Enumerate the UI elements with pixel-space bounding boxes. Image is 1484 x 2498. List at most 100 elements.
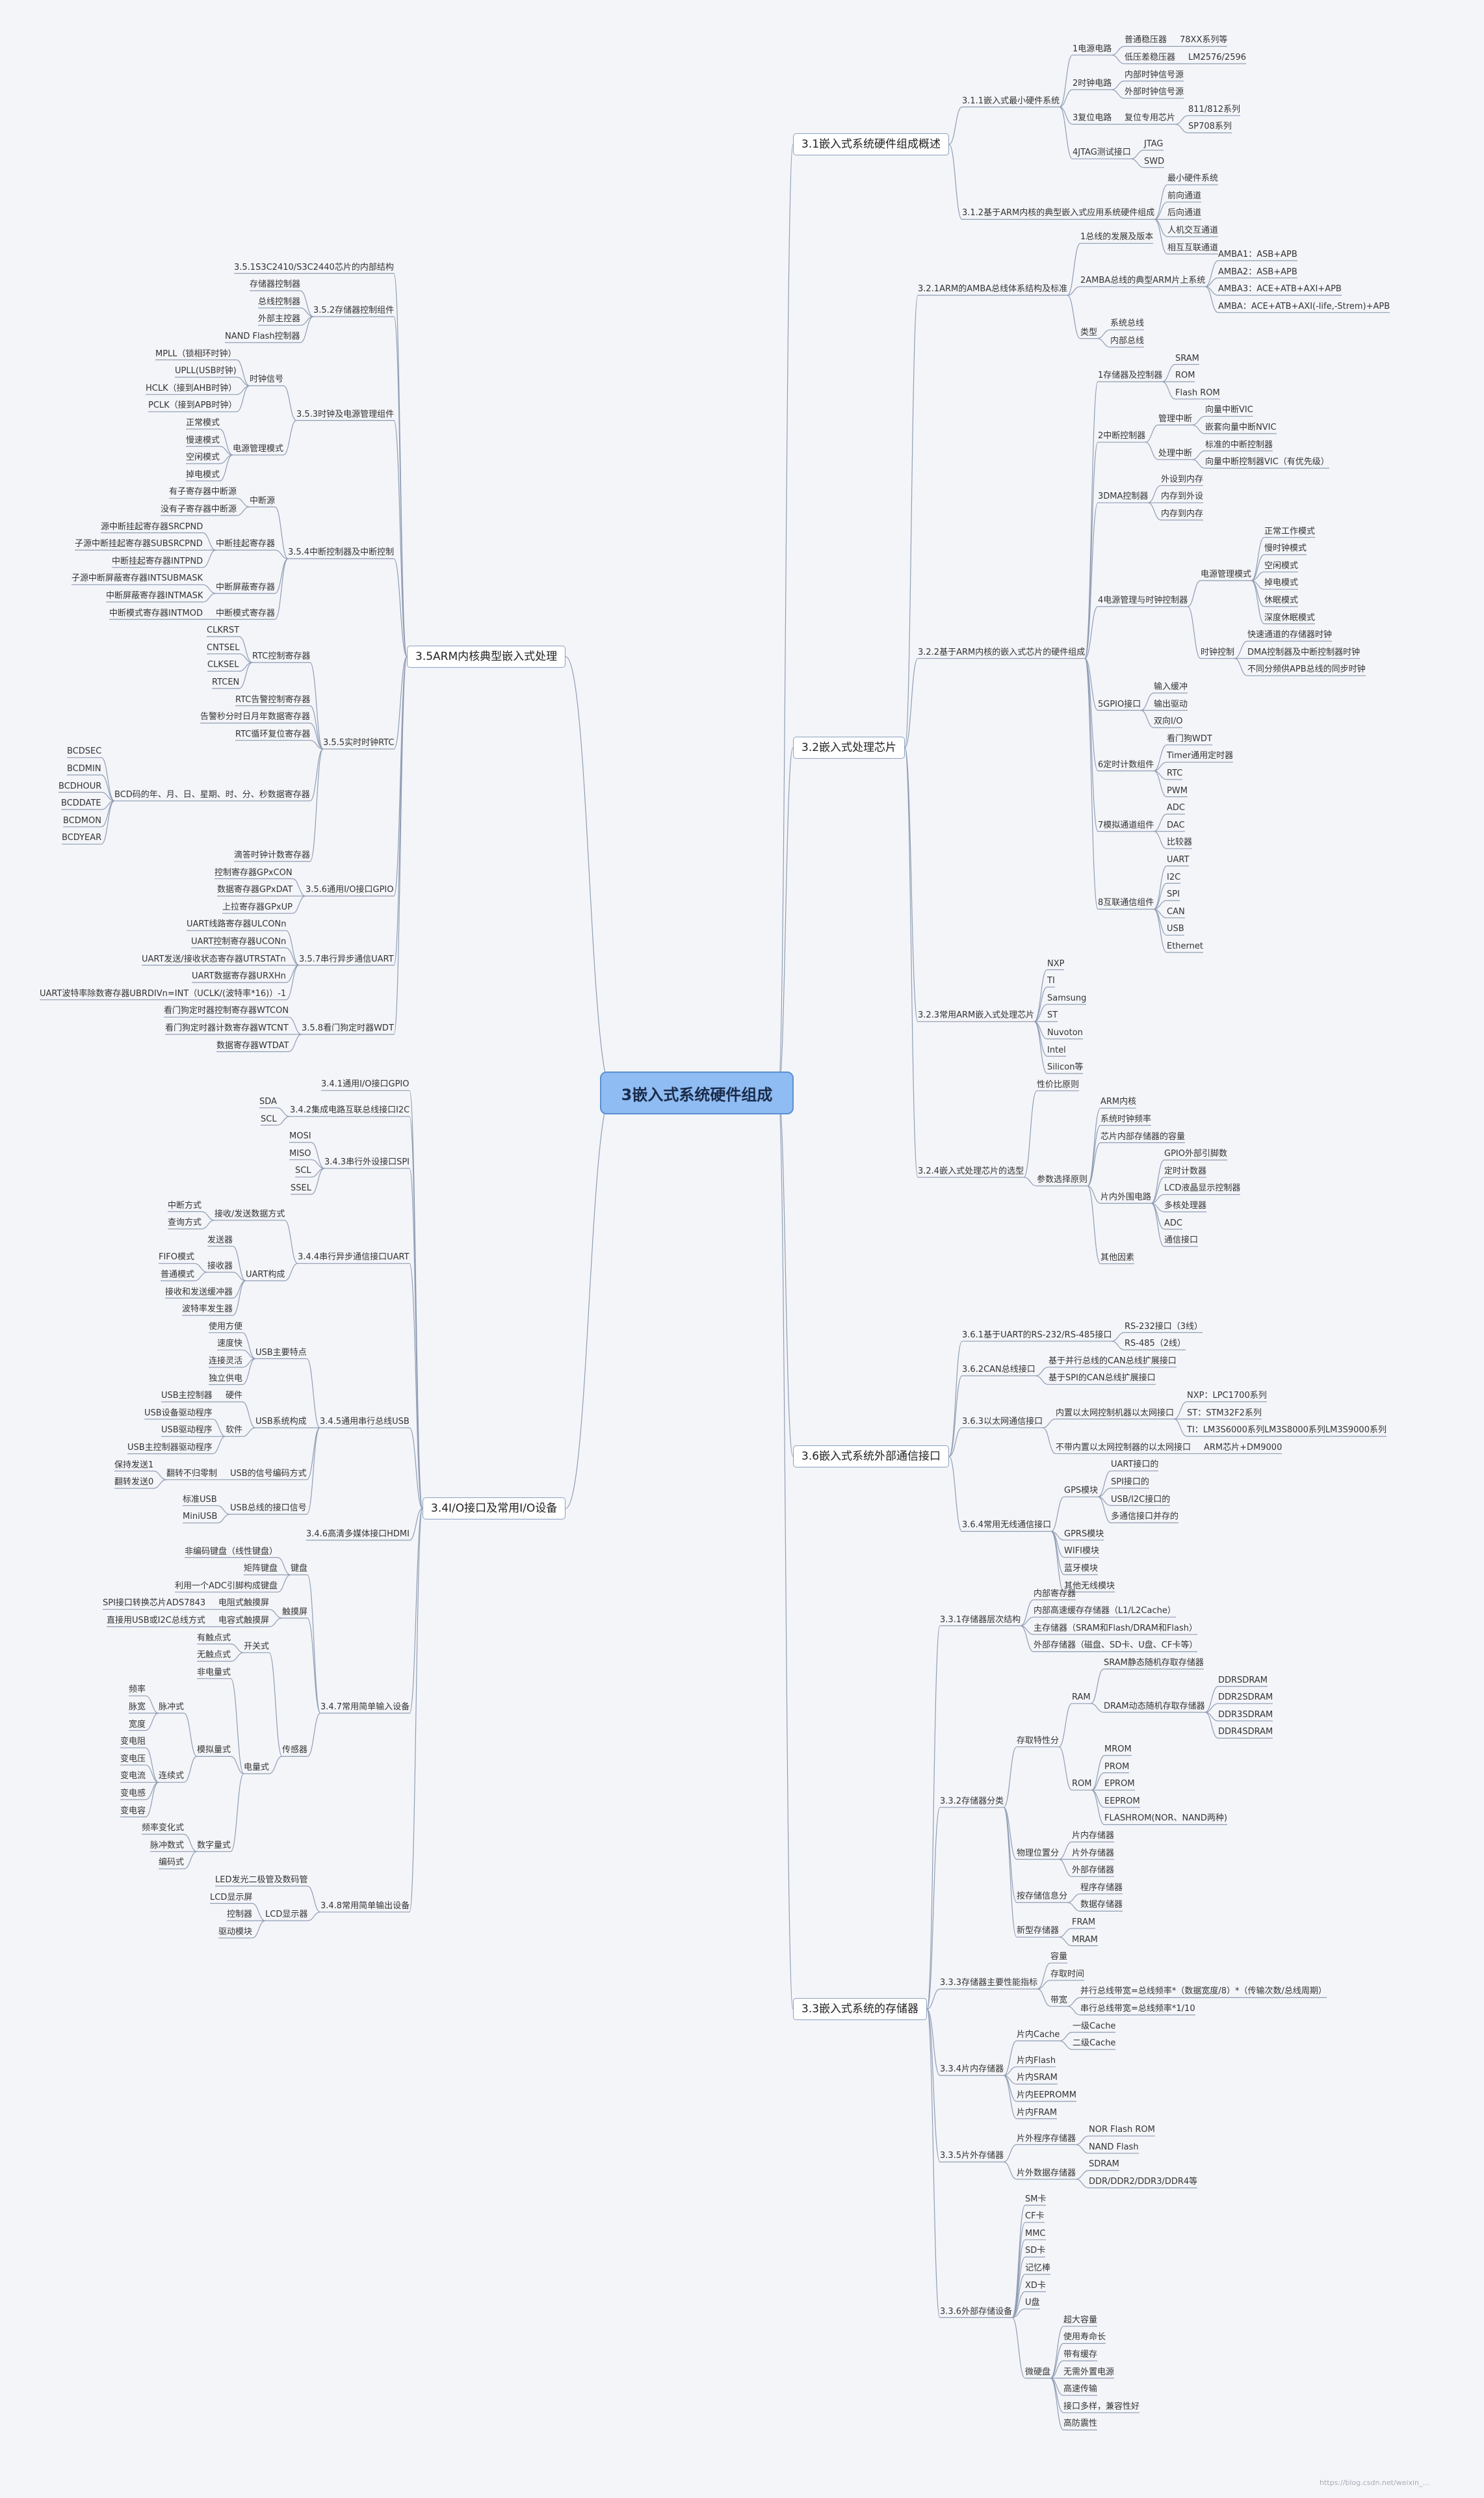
leaf-node[interactable]: I2C — [1167, 872, 1181, 882]
leaf-node[interactable]: DDR/DDR2/DDR3/DDR4等 — [1089, 2177, 1198, 2187]
leaf-node[interactable]: SDRAM — [1089, 2159, 1119, 2170]
leaf-node[interactable]: BCDMON — [63, 815, 101, 826]
leaf-node[interactable]: ROM — [1175, 371, 1195, 381]
leaf-node[interactable]: 二级Cache — [1073, 2038, 1116, 2049]
subtopic-node[interactable]: 3.6.3以太网通信接口 — [962, 1416, 1043, 1426]
leaf-node[interactable]: 外部主控器 — [258, 314, 301, 324]
subtopic-node[interactable]: 带宽 — [1050, 1995, 1068, 2005]
leaf-node[interactable]: 外部时钟信号源 — [1125, 87, 1184, 98]
leaf-node[interactable]: UART接口的 — [1111, 1460, 1159, 1470]
leaf-node[interactable]: 脉冲数式 — [150, 1840, 185, 1850]
subtopic-node[interactable]: 时钟信号 — [250, 375, 284, 385]
leaf-node[interactable]: 翻转发送0 — [114, 1477, 154, 1488]
subtopic-node[interactable]: GPS模块 — [1064, 1486, 1099, 1496]
leaf-node[interactable]: 高防震性 — [1063, 2419, 1098, 2429]
leaf-node[interactable]: 811/812系列 — [1188, 104, 1241, 114]
leaf-node[interactable]: 中断挂起寄存器INTPND — [112, 556, 203, 566]
leaf-node[interactable]: 性价比原则 — [1037, 1079, 1080, 1090]
leaf-node[interactable]: 掉电模式 — [186, 469, 220, 480]
subtopic-node[interactable]: USB主要特点 — [255, 1347, 307, 1358]
subtopic-node[interactable]: 3.5.8看门狗定时器WDT — [302, 1023, 394, 1033]
leaf-node[interactable]: FLASHROM(NOR、NAND两种) — [1104, 1813, 1227, 1824]
leaf-node[interactable]: SSEL — [291, 1183, 311, 1193]
subtopic-node[interactable]: LCD显示器 — [265, 1910, 308, 1920]
leaf-node[interactable]: 程序存储器 — [1080, 1882, 1123, 1893]
leaf-node[interactable]: 慢速模式 — [186, 435, 220, 445]
leaf-node[interactable]: 外部存储器 — [1072, 1865, 1115, 1876]
subtopic-node[interactable]: 新型存储器 — [1017, 1926, 1060, 1936]
leaf-node[interactable]: ADC — [1167, 803, 1185, 813]
subtopic-node[interactable]: 中断挂起寄存器 — [216, 539, 276, 549]
subtopic-node[interactable]: 存取特性分 — [1017, 1735, 1060, 1746]
leaf-node[interactable]: 无触点式 — [197, 1650, 231, 1661]
leaf-node[interactable]: MISO — [289, 1148, 311, 1159]
leaf-node[interactable]: AMBA2：ASB+APB — [1218, 267, 1297, 277]
subtopic-node[interactable]: 3.3.3存储器主要性能指标 — [940, 1978, 1038, 1988]
leaf-node[interactable]: 中断模式寄存器INTMOD — [109, 608, 203, 618]
leaf-node[interactable]: JTAG — [1144, 139, 1164, 149]
leaf-node[interactable]: Silicon等 — [1047, 1062, 1084, 1073]
leaf-node[interactable]: 内存到内存 — [1161, 508, 1204, 519]
leaf-node[interactable]: 3.5.1S3C2410/S3C2440芯片的内部结构 — [234, 262, 394, 272]
leaf-node[interactable]: MROM — [1104, 1744, 1132, 1754]
subtopic-node[interactable]: 6定时计数组件 — [1098, 759, 1154, 770]
branch-topic[interactable]: 3.4I/O接口及常用I/O设备 — [423, 1497, 566, 1519]
subtopic-node[interactable]: 片外数据存储器 — [1017, 2168, 1076, 2178]
subtopic-node[interactable]: 连续式 — [159, 1771, 185, 1781]
leaf-node[interactable]: 超大容量 — [1063, 2315, 1098, 2325]
subtopic-node[interactable]: 硬件 — [226, 1391, 243, 1401]
leaf-node[interactable]: 向量中断控制器VIC（有优先级） — [1205, 457, 1329, 467]
mind-map-root[interactable]: 3嵌入式系统硬件组成 — [600, 1072, 794, 1114]
leaf-node[interactable]: RS-485（2线） — [1125, 1339, 1186, 1349]
leaf-node[interactable]: 发送器 — [207, 1235, 233, 1245]
subtopic-node[interactable]: 3DMA控制器 — [1098, 492, 1149, 502]
leaf-node[interactable]: LCD液晶显示控制器 — [1164, 1183, 1241, 1194]
leaf-node[interactable]: 主存储器（SRAM和Flash/DRAM和Flash） — [1034, 1623, 1198, 1633]
leaf-node[interactable]: 非编码键盘（线性键盘） — [185, 1546, 278, 1557]
subtopic-node[interactable]: 3.6.1基于UART的RS-232/RS-485接口 — [962, 1330, 1112, 1340]
leaf-node[interactable]: 快速通道的存储器时钟 — [1247, 630, 1333, 640]
leaf-node[interactable]: LM2576/2596 — [1188, 53, 1247, 62]
leaf-node[interactable]: 滴答时钟计数寄存器 — [234, 850, 311, 860]
leaf-node[interactable]: 使用方便 — [209, 1321, 243, 1332]
subtopic-node[interactable]: 3.3.5片外存储器 — [940, 2151, 1004, 2161]
leaf-node[interactable]: 无需外置电源 — [1063, 2367, 1115, 2377]
leaf-node[interactable]: 波特率发生器 — [182, 1304, 233, 1315]
subtopic-node[interactable]: 处理中断 — [1158, 448, 1193, 458]
leaf-node[interactable]: 正常工作模式 — [1264, 526, 1316, 536]
leaf-node[interactable]: SWD — [1144, 156, 1165, 166]
leaf-node[interactable]: HCLK（接到AHB时钟） — [146, 383, 237, 393]
leaf-node[interactable]: MiniUSB — [183, 1512, 218, 1522]
leaf-node[interactable]: Timer通用定时器 — [1167, 751, 1234, 761]
leaf-node[interactable]: 记忆棒 — [1025, 2263, 1051, 2273]
subtopic-node[interactable]: 键盘 — [291, 1564, 308, 1574]
leaf-node[interactable]: 最小硬件系统 — [1167, 174, 1219, 184]
leaf-node[interactable]: 利用一个ADC引脚构成键盘 — [175, 1581, 278, 1591]
leaf-node[interactable]: 接收和发送缓冲器 — [165, 1287, 233, 1297]
leaf-node[interactable]: 78XX系列等 — [1180, 35, 1228, 46]
leaf-node[interactable]: EEPROM — [1104, 1796, 1140, 1806]
subtopic-node[interactable]: 参数选择原则 — [1037, 1175, 1088, 1185]
leaf-node[interactable]: 相互互联通道 — [1167, 243, 1219, 253]
leaf-node[interactable]: BCDYEAR — [62, 833, 102, 843]
leaf-node[interactable]: 变电压 — [120, 1754, 146, 1764]
leaf-node[interactable]: 其他因素 — [1100, 1252, 1135, 1263]
leaf-node[interactable]: NOR Flash ROM — [1089, 2125, 1155, 2135]
subtopic-node[interactable]: 片内Cache — [1017, 2029, 1060, 2040]
leaf-node[interactable]: BCDMIN — [67, 763, 101, 774]
leaf-node[interactable]: SPI接口转换芯片ADS7843 — [103, 1598, 206, 1609]
leaf-node[interactable]: 直接用USB或I2C总线方式 — [107, 1615, 205, 1625]
leaf-node[interactable]: UART线路寄存器ULCONn — [187, 919, 287, 930]
leaf-node[interactable]: 基于SPI的CAN总线扩展接口 — [1048, 1373, 1156, 1384]
subtopic-node[interactable]: 电源管理模式 — [233, 443, 284, 454]
leaf-node[interactable]: ARM芯片+DM9000 — [1204, 1442, 1282, 1453]
subtopic-node[interactable]: 5GPIO接口 — [1098, 699, 1141, 709]
leaf-node[interactable]: RTC — [1167, 768, 1183, 778]
subtopic-node[interactable]: 3.4.7常用简单输入设备 — [320, 1702, 410, 1712]
leaf-node[interactable]: 看门狗定时器控制寄存器WTCON — [164, 1006, 289, 1016]
leaf-node[interactable]: 片内SRAM — [1017, 2073, 1058, 2083]
leaf-node[interactable]: 前向通道 — [1167, 191, 1202, 201]
leaf-node[interactable]: 频率 — [129, 1685, 146, 1695]
leaf-node[interactable]: 其他无线模块 — [1064, 1581, 1115, 1591]
leaf-node[interactable]: ST — [1047, 1010, 1058, 1021]
